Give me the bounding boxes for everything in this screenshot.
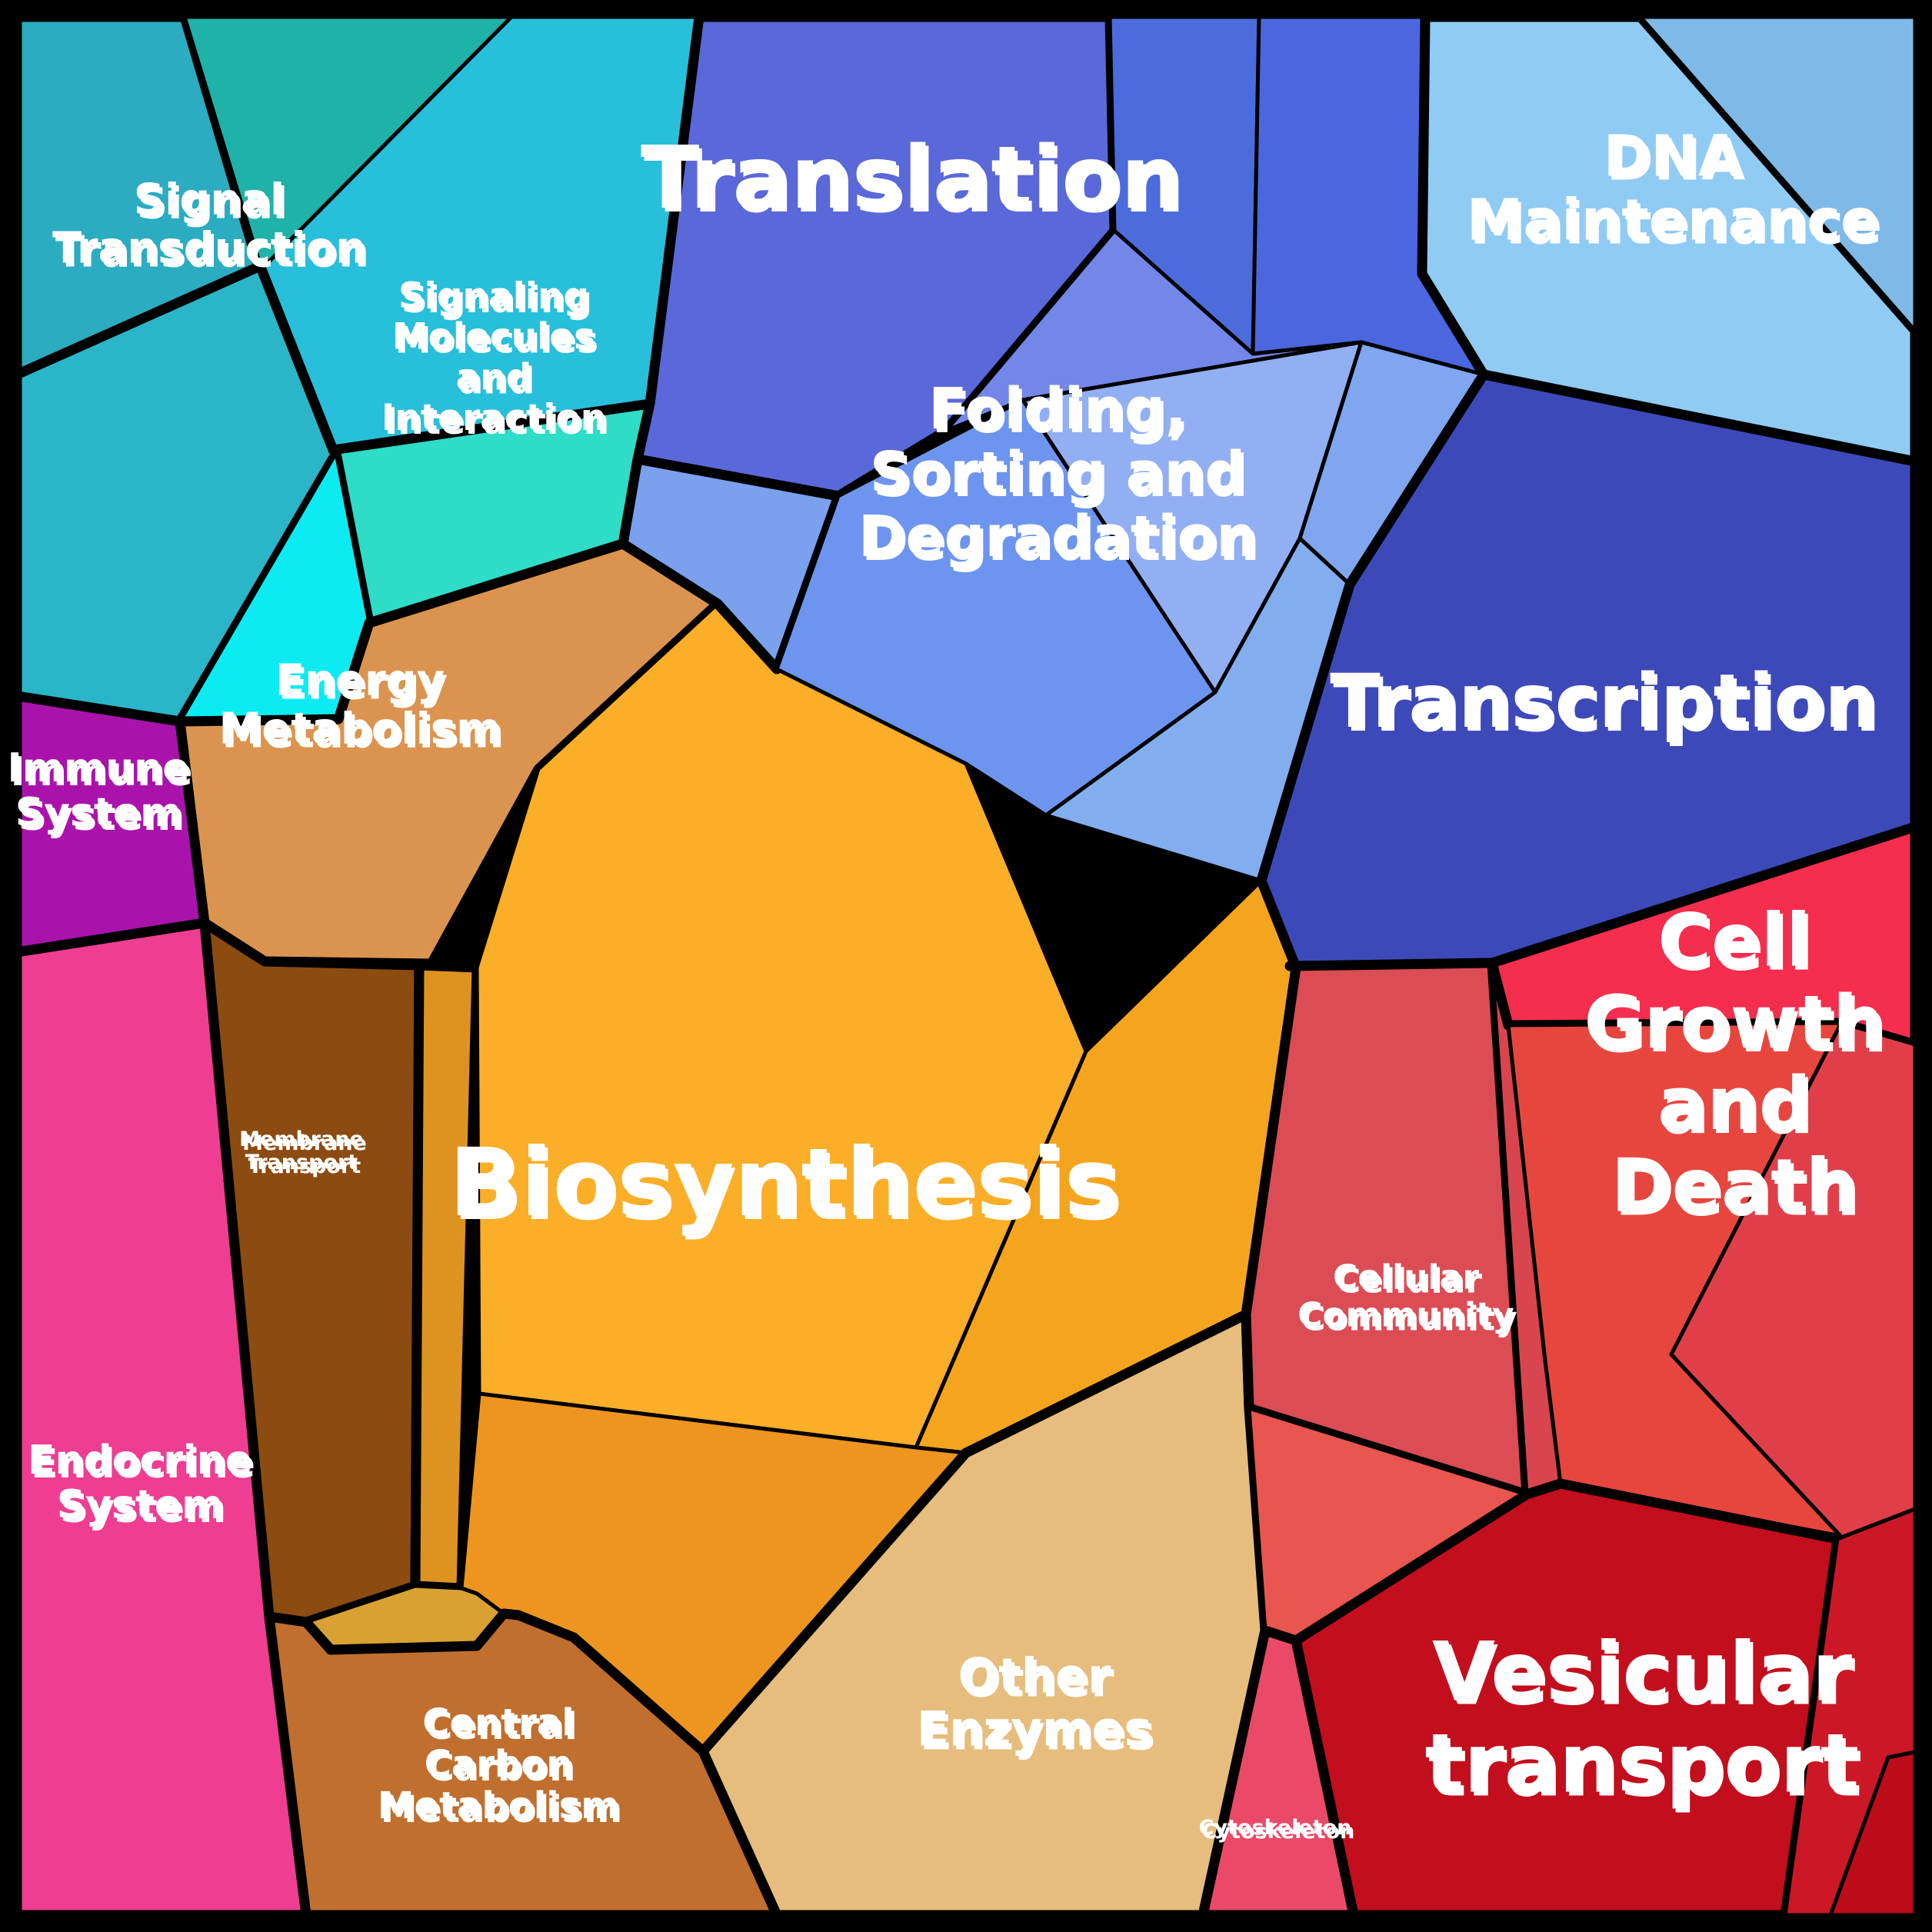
cell-label-cytoskeleton: Cytoskeleton: [1199, 1816, 1352, 1840]
cell-dna-maintenance-corner[interactable]: DNA Maintenance: [1638, 15, 1917, 333]
cell-label-transcription: Transcription: [1330, 658, 1877, 744]
cell-biosynthesis-strip[interactable]: Biosynthesis: [410, 960, 482, 1594]
cell-label-shadow-transcription: Transcription: [1333, 662, 1880, 748]
cell-folding-left[interactable]: Folding, Sorting and Degradation: [618, 454, 844, 675]
cell-label-shadow-biosynthesis-main: Biosynthesis: [452, 1132, 1124, 1241]
cell-vesicular-transport-corner[interactable]: Vesicular transport: [1828, 1750, 1917, 1917]
cell-label-biosynthesis-main: Biosynthesis: [449, 1128, 1121, 1237]
cell-cytoskeleton[interactable]: Cytoskeleton: [1198, 1625, 1359, 1920]
cell-label-shadow-translation-main: Translation: [644, 132, 1185, 232]
cell-label-translation-main: Translation: [641, 128, 1182, 228]
cell-cellular-community-main[interactable]: Cellular Community: [1241, 958, 1532, 1500]
cell-label-shadow-cytoskeleton: Cytoskeleton: [1202, 1820, 1355, 1844]
cell-central-carbon-metabolism[interactable]: Central Carbon Metabolism: [264, 1608, 782, 1920]
